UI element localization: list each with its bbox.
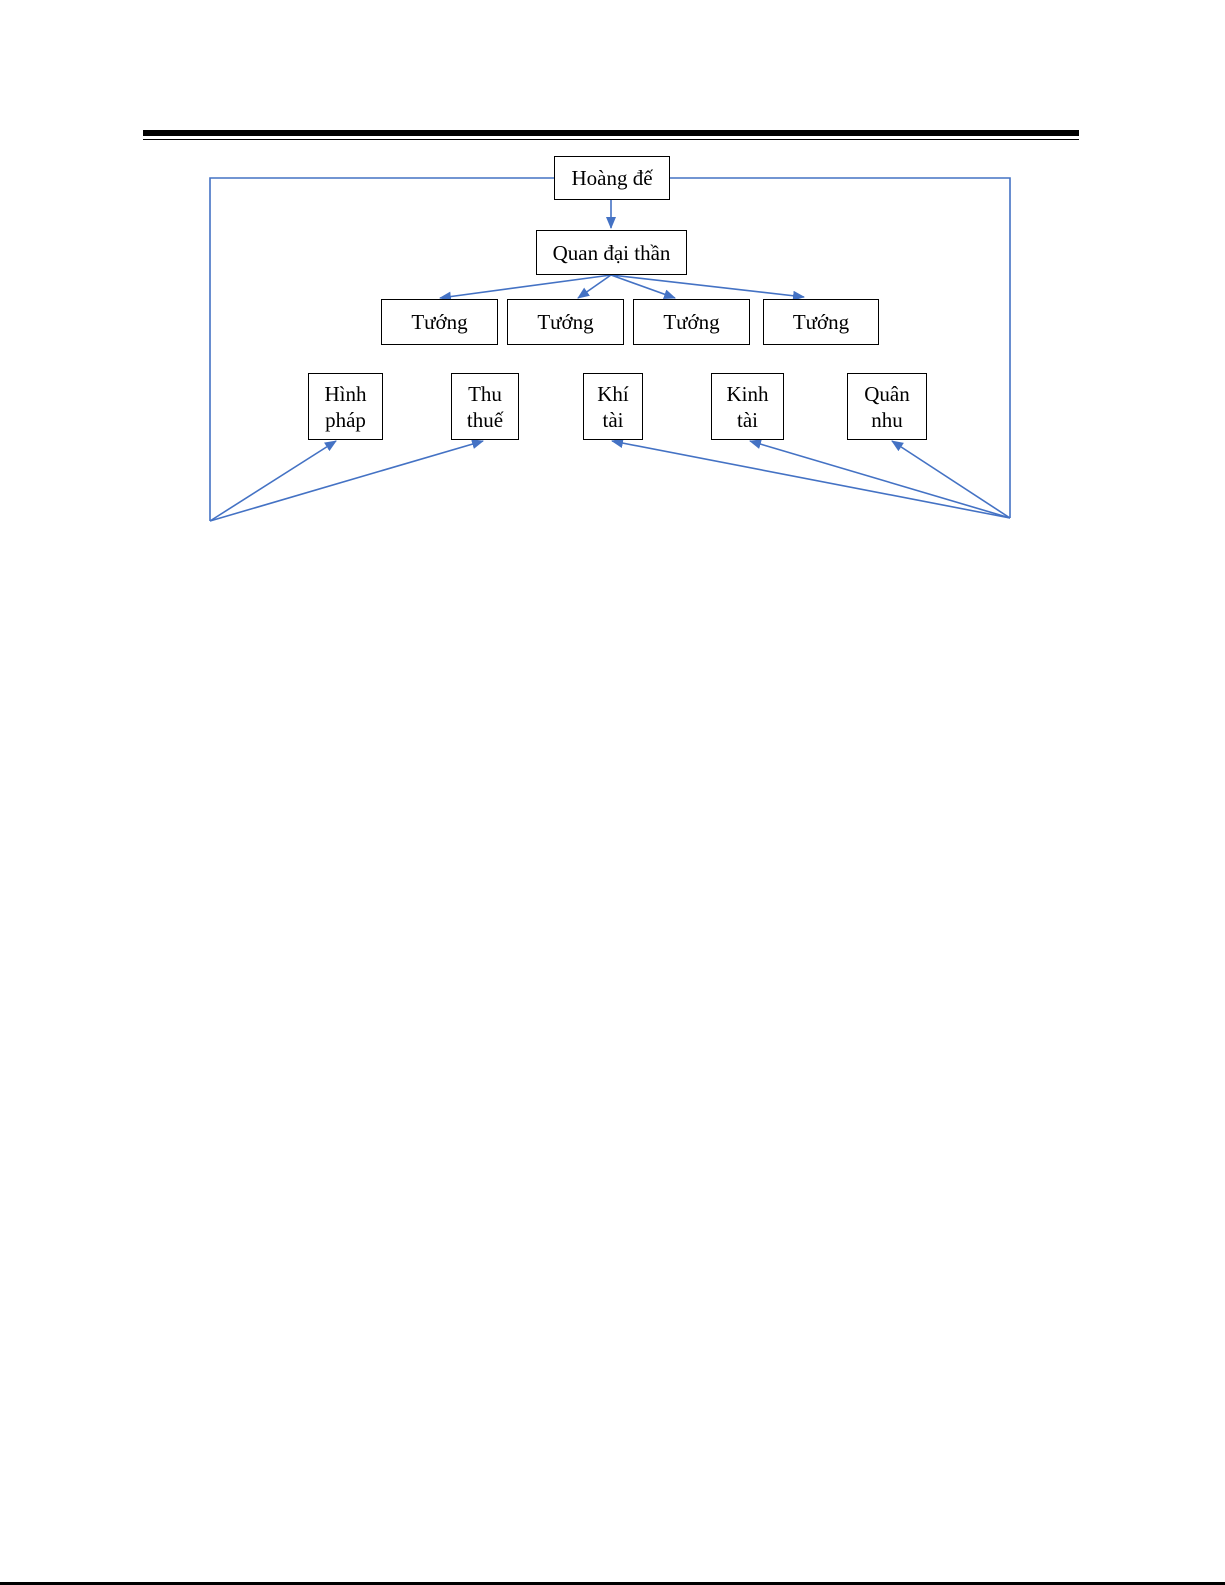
- department-line1: Quân: [864, 381, 910, 407]
- department-line2: tài: [597, 407, 629, 433]
- node-department-quan-nhu: Quân nhu: [847, 373, 927, 440]
- node-department-khi-tai: Khí tài: [583, 373, 643, 440]
- department-line2: nhu: [864, 407, 910, 433]
- node-general-2: Tướng: [507, 299, 624, 345]
- department-line2: thuế: [467, 407, 503, 433]
- department-line1: Hình: [325, 381, 367, 407]
- node-department-kinh-tai: Kinh tài: [711, 373, 784, 440]
- department-line2: tài: [727, 407, 769, 433]
- node-general-1: Tướng: [381, 299, 498, 345]
- edge-root-frame-left: [210, 178, 554, 521]
- node-minister-label: Quan đại thần: [553, 240, 671, 266]
- edge-root-department-kinh-tai: [750, 441, 1010, 518]
- department-line1: Thu: [467, 381, 503, 407]
- node-general-label: Tướng: [537, 309, 593, 335]
- node-department-thu-thue: Thu thuế: [451, 373, 519, 440]
- department-line1: Kinh: [727, 381, 769, 407]
- node-general-3: Tướng: [633, 299, 750, 345]
- department-line1: Khí: [597, 381, 629, 407]
- node-department-hinh-phap: Hình pháp: [308, 373, 383, 440]
- edge-root-department-thu-thue: [210, 441, 483, 521]
- node-general-label: Tướng: [793, 309, 849, 335]
- edge-root-department-hinh-phap: [210, 441, 336, 521]
- node-general-label: Tướng: [411, 309, 467, 335]
- edge-minister-general-1: [440, 275, 611, 298]
- node-minister: Quan đại thần: [536, 230, 687, 275]
- node-general-4: Tướng: [763, 299, 879, 345]
- department-line2: pháp: [325, 407, 367, 433]
- node-root-hoang-de: Hoàng đế: [554, 156, 670, 200]
- node-root-label: Hoàng đế: [571, 165, 652, 191]
- node-general-label: Tướng: [663, 309, 719, 335]
